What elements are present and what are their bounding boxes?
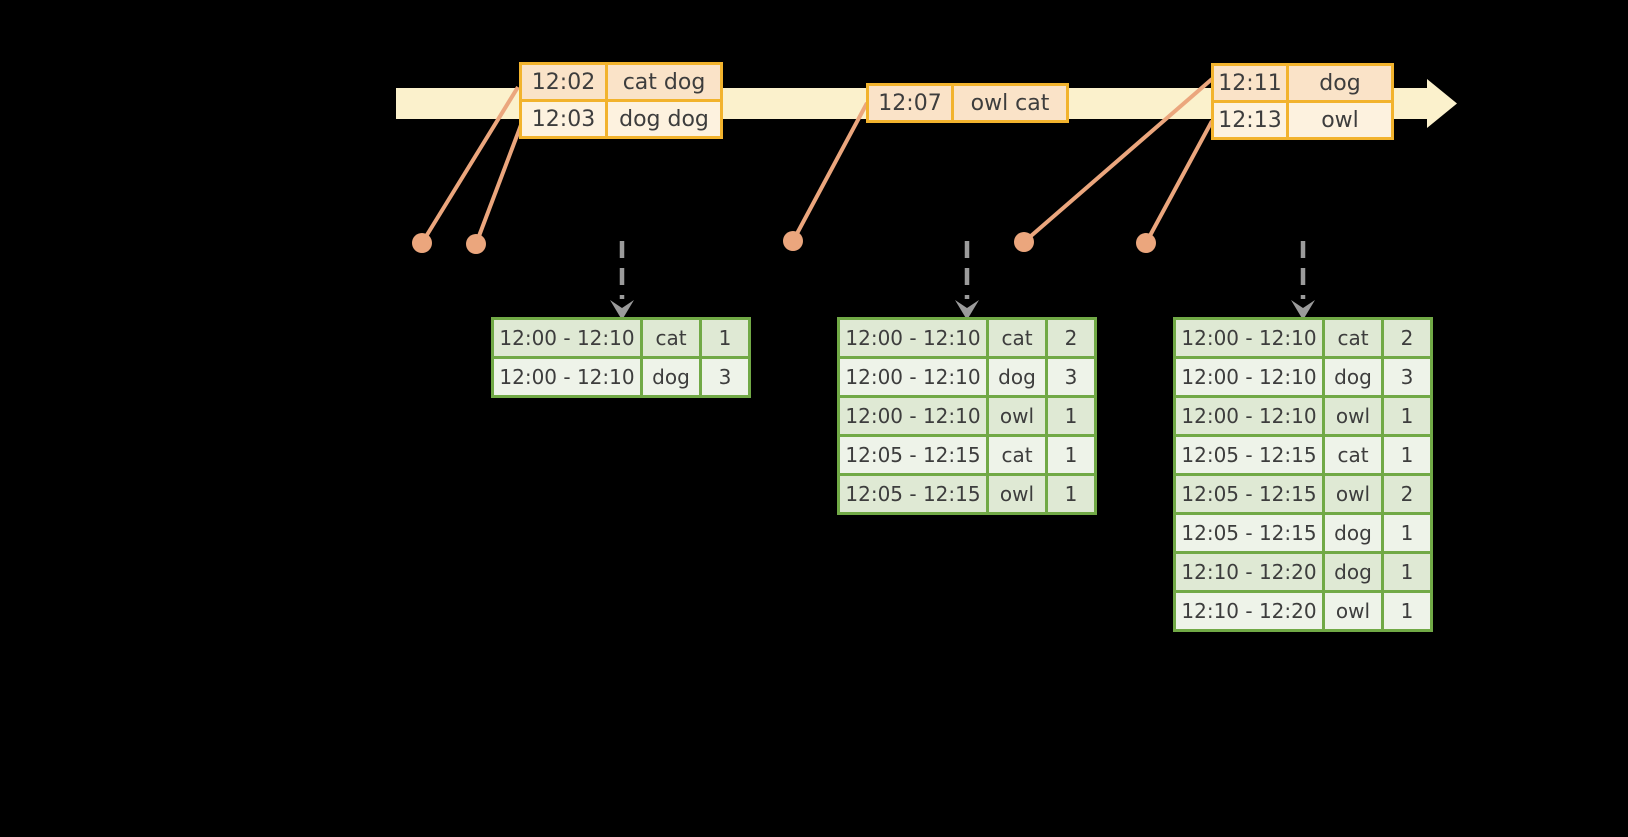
word-cell: dog	[1322, 551, 1384, 593]
window-cell: 12:00 - 12:10	[491, 356, 643, 398]
table-row: 12:00 - 12:10 owl 1	[1173, 395, 1433, 437]
count-cell: 2	[1381, 317, 1433, 359]
table-row: 12:02 cat dog	[519, 62, 723, 102]
event-connector-lines	[420, 77, 1214, 245]
count-cell: 1	[1381, 512, 1433, 554]
table-row: 12:00 - 12:10 dog 3	[1173, 356, 1433, 398]
word-cell: owl	[1322, 395, 1384, 437]
count-cell: 2	[1381, 473, 1433, 515]
window-cell: 12:00 - 12:10	[1173, 317, 1325, 359]
table-row: 12:00 - 12:10 cat 1	[491, 317, 751, 359]
count-cell: 3	[1381, 356, 1433, 398]
table-row: 12:00 - 12:10 dog 3	[837, 356, 1097, 398]
event-dot-icon	[1014, 232, 1034, 252]
count-cell: 3	[1045, 356, 1097, 398]
event-words-cell: owl cat	[951, 83, 1069, 123]
trigger-arrowheads	[610, 300, 1315, 320]
window-cell: 12:00 - 12:10	[837, 356, 989, 398]
window-cell: 12:10 - 12:20	[1173, 590, 1325, 632]
count-cell: 1	[1381, 590, 1433, 632]
table-row: 12:13 owl	[1211, 100, 1394, 140]
table-row: 12:05 - 12:15 cat 1	[1173, 434, 1433, 476]
trigger-arrows	[619, 241, 1306, 299]
event-words-cell: dog	[1286, 63, 1394, 103]
event-table-2: 12:07 owl cat	[866, 83, 1069, 123]
word-cell: owl	[986, 395, 1048, 437]
word-cell: dog	[986, 356, 1048, 398]
count-cell: 1	[1045, 473, 1097, 515]
window-cell: 12:00 - 12:10	[837, 395, 989, 437]
table-row: 12:11 dog	[1211, 63, 1394, 103]
word-cell: cat	[1322, 317, 1384, 359]
word-cell: dog	[1322, 512, 1384, 554]
event-dot-icon	[1136, 233, 1156, 253]
event-markers	[412, 231, 1156, 254]
table-row: 12:10 - 12:20 owl 1	[1173, 590, 1433, 632]
table-row: 12:00 - 12:10 cat 2	[837, 317, 1097, 359]
table-row: 12:07 owl cat	[866, 83, 1069, 123]
result-table-3: 12:00 - 12:10 cat 2 12:00 - 12:10 dog 3 …	[1173, 317, 1433, 632]
table-row: 12:05 - 12:15 cat 1	[837, 434, 1097, 476]
word-cell: owl	[1322, 473, 1384, 515]
connector-line	[1022, 77, 1214, 244]
window-cell: 12:00 - 12:10	[491, 317, 643, 359]
connector-line	[474, 124, 523, 245]
event-dot-icon	[783, 231, 803, 251]
count-cell: 1	[1045, 434, 1097, 476]
count-cell: 1	[1381, 434, 1433, 476]
window-cell: 12:05 - 12:15	[1173, 512, 1325, 554]
timeline-arrow-icon	[1427, 79, 1457, 128]
window-cell: 12:05 - 12:15	[1173, 434, 1325, 476]
word-cell: owl	[1322, 590, 1384, 632]
event-words-cell: owl	[1286, 100, 1394, 140]
event-dot-icon	[466, 234, 486, 254]
word-cell: cat	[640, 317, 702, 359]
word-cell: cat	[986, 317, 1048, 359]
table-row: 12:00 - 12:10 owl 1	[837, 395, 1097, 437]
window-cell: 12:05 - 12:15	[837, 473, 989, 515]
connector-line	[420, 85, 520, 245]
arrowhead-icon	[610, 300, 634, 320]
table-row: 12:05 - 12:15 dog 1	[1173, 512, 1433, 554]
count-cell: 1	[699, 317, 751, 359]
count-cell: 2	[1045, 317, 1097, 359]
event-time-cell: 12:02	[519, 62, 608, 102]
window-cell: 12:00 - 12:10	[1173, 356, 1325, 398]
word-cell: cat	[1322, 434, 1384, 476]
event-words-cell: cat dog	[605, 62, 723, 102]
word-cell: cat	[986, 434, 1048, 476]
window-cell: 12:05 - 12:15	[1173, 473, 1325, 515]
table-row: 12:05 - 12:15 owl 2	[1173, 473, 1433, 515]
arrowhead-icon	[955, 300, 979, 320]
event-words-cell: dog dog	[605, 99, 723, 139]
event-dot-icon	[412, 233, 432, 253]
result-table-2: 12:00 - 12:10 cat 2 12:00 - 12:10 dog 3 …	[837, 317, 1097, 515]
table-row: 12:00 - 12:10 dog 3	[491, 356, 751, 398]
result-table-1: 12:00 - 12:10 cat 1 12:00 - 12:10 dog 3	[491, 317, 751, 398]
arrowhead-icon	[1291, 300, 1315, 320]
connector-line	[1144, 120, 1214, 244]
event-time-cell: 12:11	[1211, 63, 1289, 103]
window-cell: 12:05 - 12:15	[837, 434, 989, 476]
word-cell: dog	[640, 356, 702, 398]
event-table-1: 12:02 cat dog 12:03 dog dog	[519, 62, 723, 139]
table-row: 12:10 - 12:20 dog 1	[1173, 551, 1433, 593]
window-cell: 12:10 - 12:20	[1173, 551, 1325, 593]
count-cell: 1	[1381, 395, 1433, 437]
table-row: 12:05 - 12:15 owl 1	[837, 473, 1097, 515]
word-cell: dog	[1322, 356, 1384, 398]
event-time-cell: 12:07	[866, 83, 954, 123]
event-time-cell: 12:03	[519, 99, 608, 139]
connector-line	[791, 102, 869, 242]
table-row: 12:00 - 12:10 cat 2	[1173, 317, 1433, 359]
event-time-cell: 12:13	[1211, 100, 1289, 140]
word-cell: owl	[986, 473, 1048, 515]
count-cell: 3	[699, 356, 751, 398]
window-cell: 12:00 - 12:10	[837, 317, 989, 359]
event-table-3: 12:11 dog 12:13 owl	[1211, 63, 1394, 140]
window-cell: 12:00 - 12:10	[1173, 395, 1325, 437]
count-cell: 1	[1381, 551, 1433, 593]
count-cell: 1	[1045, 395, 1097, 437]
table-row: 12:03 dog dog	[519, 99, 723, 139]
